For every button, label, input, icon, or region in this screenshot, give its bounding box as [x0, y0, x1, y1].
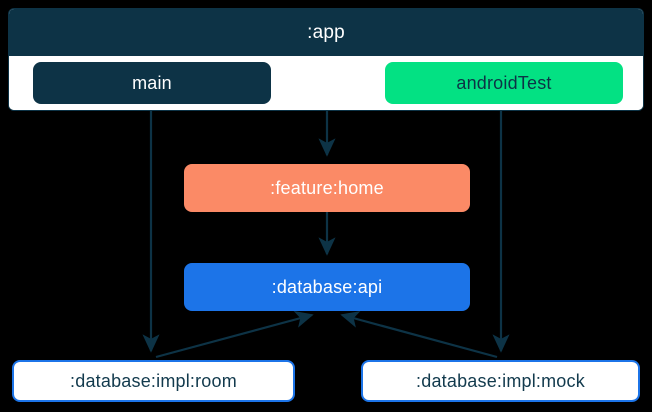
node-feature-home[interactable]: :feature:home	[184, 164, 470, 212]
node-database-impl-mock[interactable]: :database:impl:mock	[361, 360, 640, 402]
cluster-app-title: :app	[9, 9, 643, 56]
edge-database-impl-room-to-database-api	[155, 311, 314, 359]
edge-database-impl-mock-to-database-api	[340, 311, 498, 359]
cluster-app-body: main androidTest	[9, 56, 643, 110]
cluster-app[interactable]: :app main androidTest	[8, 8, 644, 111]
node-database-api[interactable]: :database:api	[184, 263, 470, 311]
node-androidtest[interactable]: androidTest	[385, 62, 623, 104]
node-database-impl-room[interactable]: :database:impl:room	[12, 360, 295, 402]
node-main[interactable]: main	[33, 62, 271, 104]
